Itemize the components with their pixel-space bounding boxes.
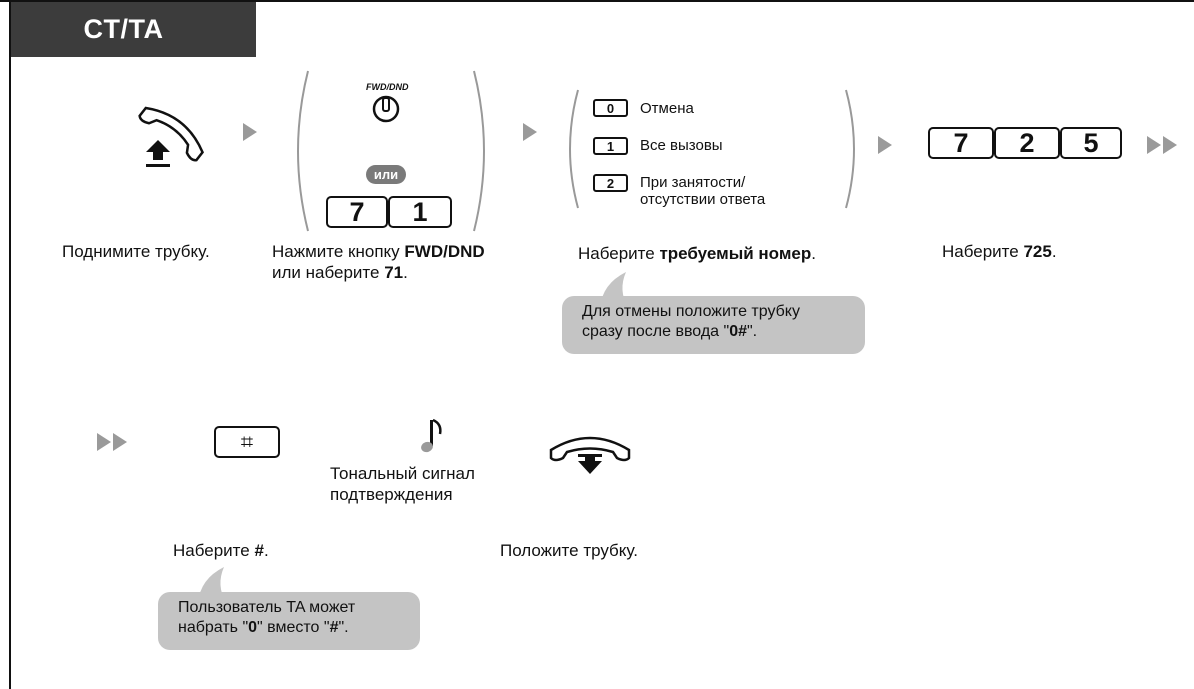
frame-top-border: [0, 0, 1194, 2]
continue-arrow: [1163, 136, 1177, 154]
step-label-dial-pound: Наберите #.: [173, 541, 269, 560]
note-bubble-ta-user: Пользователь TA может набрать "0" вместо…: [158, 592, 420, 650]
option-key-0[interactable]: 0: [593, 99, 628, 117]
or-pill: или: [366, 165, 406, 184]
fwd-dnd-button-icon[interactable]: [371, 94, 401, 124]
bracket-group-options: [569, 89, 855, 209]
option-text-busy-line2: отсутствии ответа: [640, 191, 766, 208]
dial-key-5[interactable]: 5: [1060, 127, 1122, 159]
dial-key-2[interactable]: 2: [994, 127, 1060, 159]
pound-key[interactable]: ⌗: [214, 426, 280, 458]
option-key-2[interactable]: 2: [593, 174, 628, 192]
option-text-all-calls: Все вызовы: [640, 137, 723, 154]
option-text-cancel: Отмена: [640, 100, 694, 117]
tone-label: Тональный сигнал подтверждения: [330, 464, 475, 504]
step-label-on-hook: Положите трубку.: [500, 541, 638, 560]
handset-on-hook-icon: [549, 436, 631, 474]
option-key-1[interactable]: 1: [593, 137, 628, 155]
fwd-dnd-button-caption: FWD/DND: [366, 82, 409, 92]
continue-arrow: [1147, 136, 1161, 154]
music-note-icon: [421, 418, 442, 453]
step-label-off-hook: Поднимите трубку.: [62, 242, 210, 261]
dial-key-1[interactable]: 1: [388, 196, 452, 228]
handset-off-hook-icon: [138, 106, 204, 167]
frame-left-border: [9, 0, 11, 689]
continue-arrow: [113, 433, 127, 451]
continue-arrow: [97, 433, 111, 451]
option-text-busy: При занятости/: [640, 174, 746, 191]
step-label-dial-number: Наберите требуемый номер.: [578, 244, 816, 263]
page-title: CT/TA: [11, 2, 256, 57]
dial-key-7[interactable]: 7: [928, 127, 994, 159]
dial-key-7[interactable]: 7: [326, 196, 388, 228]
bracket-group-fwd: [297, 70, 485, 232]
step-label-fwd: Нажмите кнопку FWD/DND или наберите 71.: [272, 242, 485, 282]
next-arrow: [523, 123, 537, 141]
next-arrow: [243, 123, 257, 141]
note-bubble-cancel: Для отмены положите трубку сразу после в…: [562, 296, 865, 354]
next-arrow: [878, 136, 892, 154]
step-label-725: Наберите 725.: [942, 242, 1057, 261]
